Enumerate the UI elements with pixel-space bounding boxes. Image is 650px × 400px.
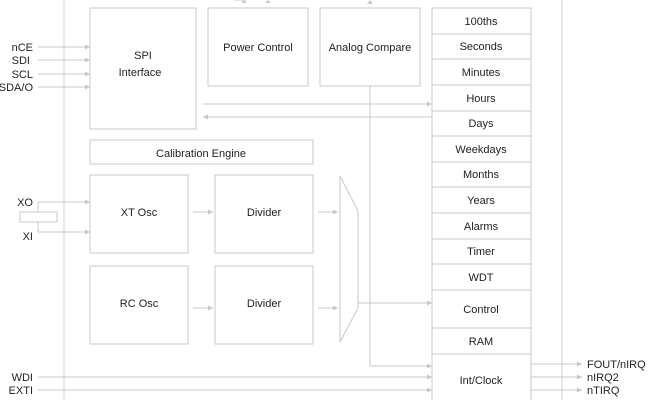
register-wdt — [431, 263, 532, 291]
register-months — [431, 161, 532, 188]
register-minutes — [431, 58, 532, 86]
clock-mux — [339, 175, 359, 343]
spi-label-line2: Interface — [119, 67, 162, 79]
divider-bottom-to-mux-arrow — [333, 305, 338, 311]
register-label: Weekdays — [455, 144, 507, 156]
power-control-top-arrow-right — [265, 0, 271, 3]
analog-compare-top-arrow — [367, 0, 373, 4]
rc-to-divider-arrow — [208, 305, 213, 311]
register-int-clock — [431, 353, 532, 400]
pin-sdao-label: SDA/O — [0, 82, 33, 94]
register-label: Control — [463, 304, 498, 316]
divider-top-label: Divider — [247, 207, 282, 219]
sdi-arrow — [85, 57, 90, 63]
register-hours — [431, 84, 532, 112]
xt-osc-label: XT Osc — [121, 207, 158, 219]
pin-fout-label: FOUT/nIRQ — [587, 359, 646, 371]
register-weekdays — [431, 135, 532, 163]
rc-osc-block — [89, 265, 189, 345]
pin-ntirq-label: nTIRQ — [587, 385, 620, 397]
power-control-top-arrow-left — [241, 0, 247, 3]
register-timer — [431, 238, 532, 265]
spi-to-registers-arrow — [427, 101, 432, 107]
register-label: Alarms — [464, 221, 499, 233]
registers-to-spi-arrow — [203, 114, 208, 120]
spi-label-line1: SPI — [134, 50, 152, 62]
calibration-engine-label: Calibration Engine — [156, 148, 246, 160]
mux-to-control-arrow — [427, 300, 432, 306]
register-label: Days — [468, 118, 494, 130]
register-label: WDT — [468, 272, 493, 284]
register-label: Hours — [466, 93, 496, 105]
exti-arrow — [427, 387, 432, 393]
register-label: Seconds — [460, 41, 503, 53]
xo-arrow — [85, 199, 90, 205]
register-label: Minutes — [462, 67, 501, 79]
pin-xi-label: XI — [23, 231, 33, 243]
pin-nirq2-label: nIRQ2 — [587, 372, 619, 384]
xt-to-divider-arrow — [208, 209, 213, 215]
register-100ths — [431, 7, 532, 35]
pin-wdi-label: WDI — [12, 372, 33, 384]
divider-bottom-label: Divider — [247, 298, 282, 310]
pin-nce-label: nCE — [12, 42, 33, 54]
xi-arrow — [85, 229, 90, 235]
fout-arrow — [577, 361, 582, 367]
crystal-symbol — [19, 211, 58, 223]
register-label: Timer — [467, 246, 495, 258]
register-column — [431, 7, 532, 400]
register-seconds — [431, 33, 532, 60]
divider-top-to-mux-arrow — [333, 209, 338, 215]
register-label: 100ths — [464, 16, 498, 28]
xt-osc-block — [89, 174, 189, 254]
register-label: Months — [463, 169, 500, 181]
rc-osc-label: RC Osc — [120, 298, 159, 310]
divider-bottom-block — [214, 265, 314, 345]
pin-xo-label: XO — [17, 197, 33, 209]
pin-scl-label: SCL — [12, 69, 33, 81]
analog-compare-label: Analog Compare — [329, 42, 412, 54]
ntirq-arrow — [577, 387, 582, 393]
nce-arrow — [85, 44, 90, 50]
analog-compare-block — [319, 7, 421, 87]
wdi-arrow — [427, 374, 432, 380]
sdao-arrow — [85, 84, 90, 90]
power-control-block — [207, 7, 309, 87]
spi-interface-block — [89, 7, 197, 130]
pin-sdi-label: SDI — [12, 55, 30, 67]
power-control-label: Power Control — [223, 42, 293, 54]
pin-exti-label: EXTI — [9, 385, 33, 397]
register-years — [431, 186, 532, 214]
register-label: Years — [467, 195, 495, 207]
register-label: RAM — [469, 336, 493, 348]
register-days — [431, 110, 532, 137]
scl-arrow — [85, 71, 90, 77]
divider-top-block — [214, 174, 314, 254]
calibration-engine-block — [89, 139, 314, 165]
nirq2-arrow — [577, 374, 582, 380]
analog-compare-to-int-arrow — [427, 363, 432, 369]
register-label: Int/Clock — [460, 375, 503, 387]
register-ram — [431, 327, 532, 355]
